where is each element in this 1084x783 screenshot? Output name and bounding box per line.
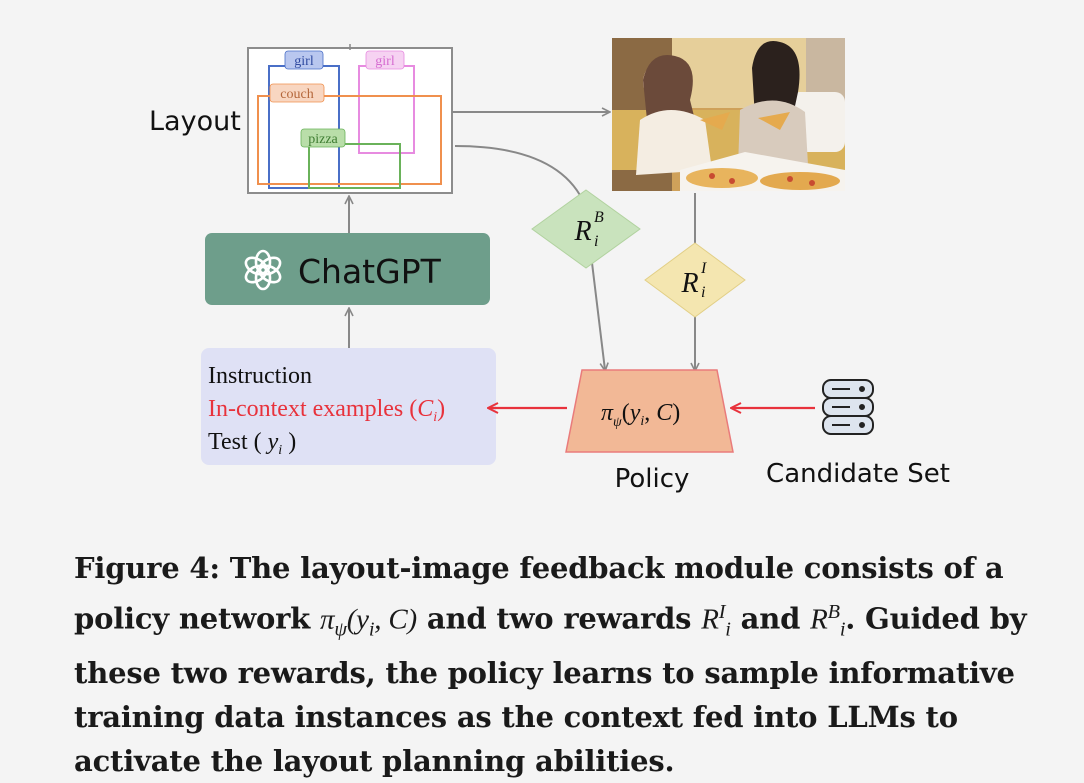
bbox-label-couch: couch	[280, 87, 313, 102]
prompt-examples-symbol: C	[417, 396, 434, 422]
bbox-pizza: pizza	[300, 128, 401, 189]
prompt-examples-sub: i	[433, 410, 437, 425]
bbox-couch: couch	[257, 83, 442, 185]
caption-r2-sub: i	[839, 618, 846, 641]
layout-label: Layout	[149, 106, 241, 137]
policy-comma: ,	[644, 400, 656, 426]
reward-image-sup: I	[700, 260, 707, 277]
svg-text:πψ(yi, C): πψ(yi, C)	[601, 400, 680, 430]
policy-label: Policy	[615, 464, 690, 494]
layout-feedback-diagram: girl girl couch pizza Layout	[149, 38, 950, 494]
prompt-test-symbol: y	[266, 429, 279, 455]
caption-formula-pi: π	[319, 603, 335, 636]
policy-box: πψ(yi, C)	[565, 369, 734, 453]
chatgpt-box: ChatGPT	[205, 233, 490, 305]
bbox-girl-1: girl	[268, 50, 340, 189]
bbox-girl-2: girl	[358, 50, 415, 154]
caption-r1-sub: i	[725, 618, 731, 641]
prompt-test-sub: i	[278, 443, 282, 458]
caption-part2: and two rewards	[417, 601, 702, 636]
policy-pi: π	[601, 400, 614, 426]
candidate-set-label: Candidate Set	[766, 459, 950, 489]
database-icon	[822, 379, 874, 435]
caption-r2: R	[810, 603, 828, 636]
policy-C: C	[656, 400, 673, 426]
bbox-label-girl-2: girl	[375, 54, 395, 69]
chatgpt-label: ChatGPT	[298, 252, 442, 291]
prompt-examples-close: )	[437, 396, 445, 422]
caption-formula-tail: , C)	[374, 603, 417, 636]
caption-part4: . Guided by these two rewards, the polic…	[74, 601, 1027, 779]
policy-i: i	[640, 414, 644, 429]
svg-text:Test ( yi ): Test ( yi )	[208, 429, 296, 458]
caption-part3: and	[730, 601, 811, 636]
prompt-test-close: )	[282, 429, 296, 455]
caption-part1: Figure 4: The layout-image feedback modu…	[74, 551, 1004, 636]
prompt-examples-text: In-context examples (	[208, 396, 417, 422]
generated-image	[612, 38, 845, 191]
reward-box-symbol: R	[573, 216, 591, 247]
prompt-instruction: Instruction	[208, 363, 312, 389]
svg-text:R: R	[680, 268, 698, 299]
caption-r2-sup: B	[827, 601, 840, 623]
reward-image-diamond: R I i	[644, 242, 746, 318]
openai-logo-icon	[244, 249, 282, 291]
bbox-label-pizza: pizza	[308, 132, 338, 147]
prompt-test-text: Test (	[208, 429, 268, 455]
policy-y: y	[628, 400, 641, 426]
reward-box-sub: i	[594, 233, 598, 250]
caption-formula-i: i	[368, 618, 375, 641]
reward-image-sub: i	[701, 284, 705, 301]
caption-r1-sup: I	[718, 601, 726, 623]
figure-caption: Figure 4: The layout-image feedback modu…	[74, 546, 1049, 783]
caption-r1: R	[701, 603, 719, 636]
policy-close: )	[672, 400, 680, 426]
svg-text:R: R	[573, 216, 591, 247]
prompt-box: Instruction In-context examples (Ci) Tes…	[201, 348, 496, 465]
reward-box-sup: B	[594, 209, 604, 226]
bbox-label-girl-1: girl	[294, 54, 314, 69]
policy-psi: ψ	[613, 415, 622, 430]
caption-formula-args: (y	[346, 603, 369, 636]
svg-text:In-context examples (Ci): In-context examples (Ci)	[208, 396, 445, 425]
policy-open: (	[622, 400, 630, 426]
reward-box-diamond: R B i	[531, 189, 641, 269]
reward-image-symbol: R	[680, 268, 698, 299]
caption-formula-psi: ψ	[334, 618, 347, 641]
layout-panel: girl girl couch pizza	[247, 44, 453, 194]
